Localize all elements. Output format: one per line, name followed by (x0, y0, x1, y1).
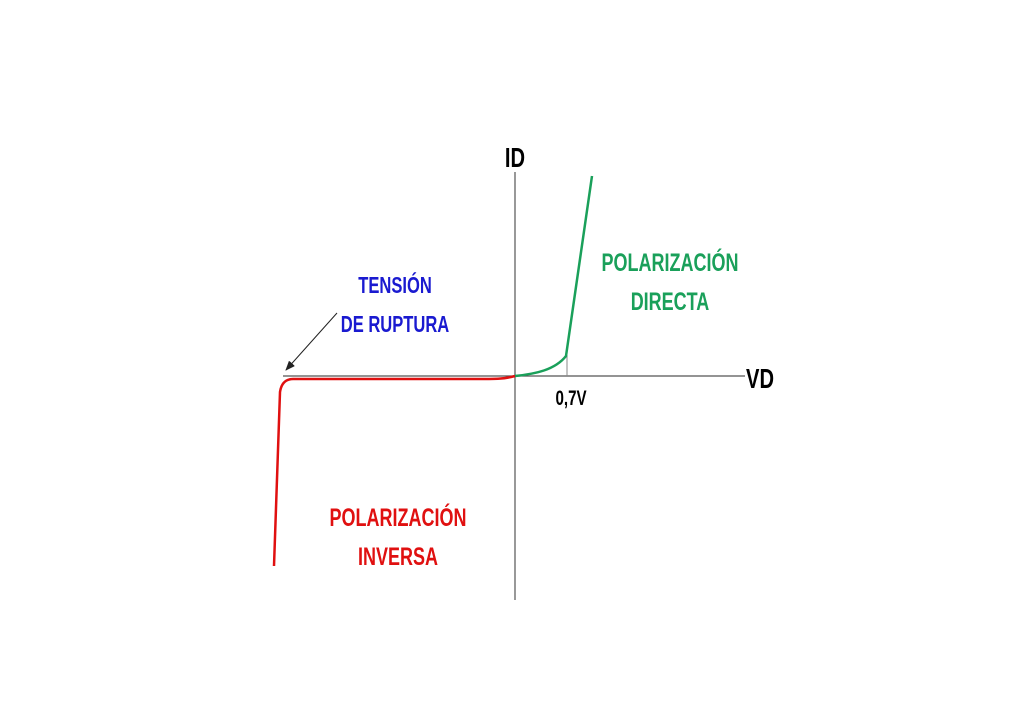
forward-label-line1: POLARIZACIÓN (602, 248, 739, 277)
breakdown-arrow (285, 312, 338, 371)
breakdown-label-line2: DE RUPTURA (341, 312, 450, 337)
reverse-label-line1: POLARIZACIÓN (330, 503, 467, 532)
threshold-label: 0,7V (555, 385, 587, 409)
x-axis-label: VD (746, 364, 774, 395)
forward-label-line2: DIRECTA (631, 287, 710, 316)
y-axis-label: ID (505, 143, 525, 174)
reverse-curve (272, 374, 516, 567)
reverse-label-line2: INVERSA (358, 542, 438, 571)
breakdown-label-line1: TENSIÓN (358, 271, 432, 299)
forward-curve (514, 175, 594, 378)
